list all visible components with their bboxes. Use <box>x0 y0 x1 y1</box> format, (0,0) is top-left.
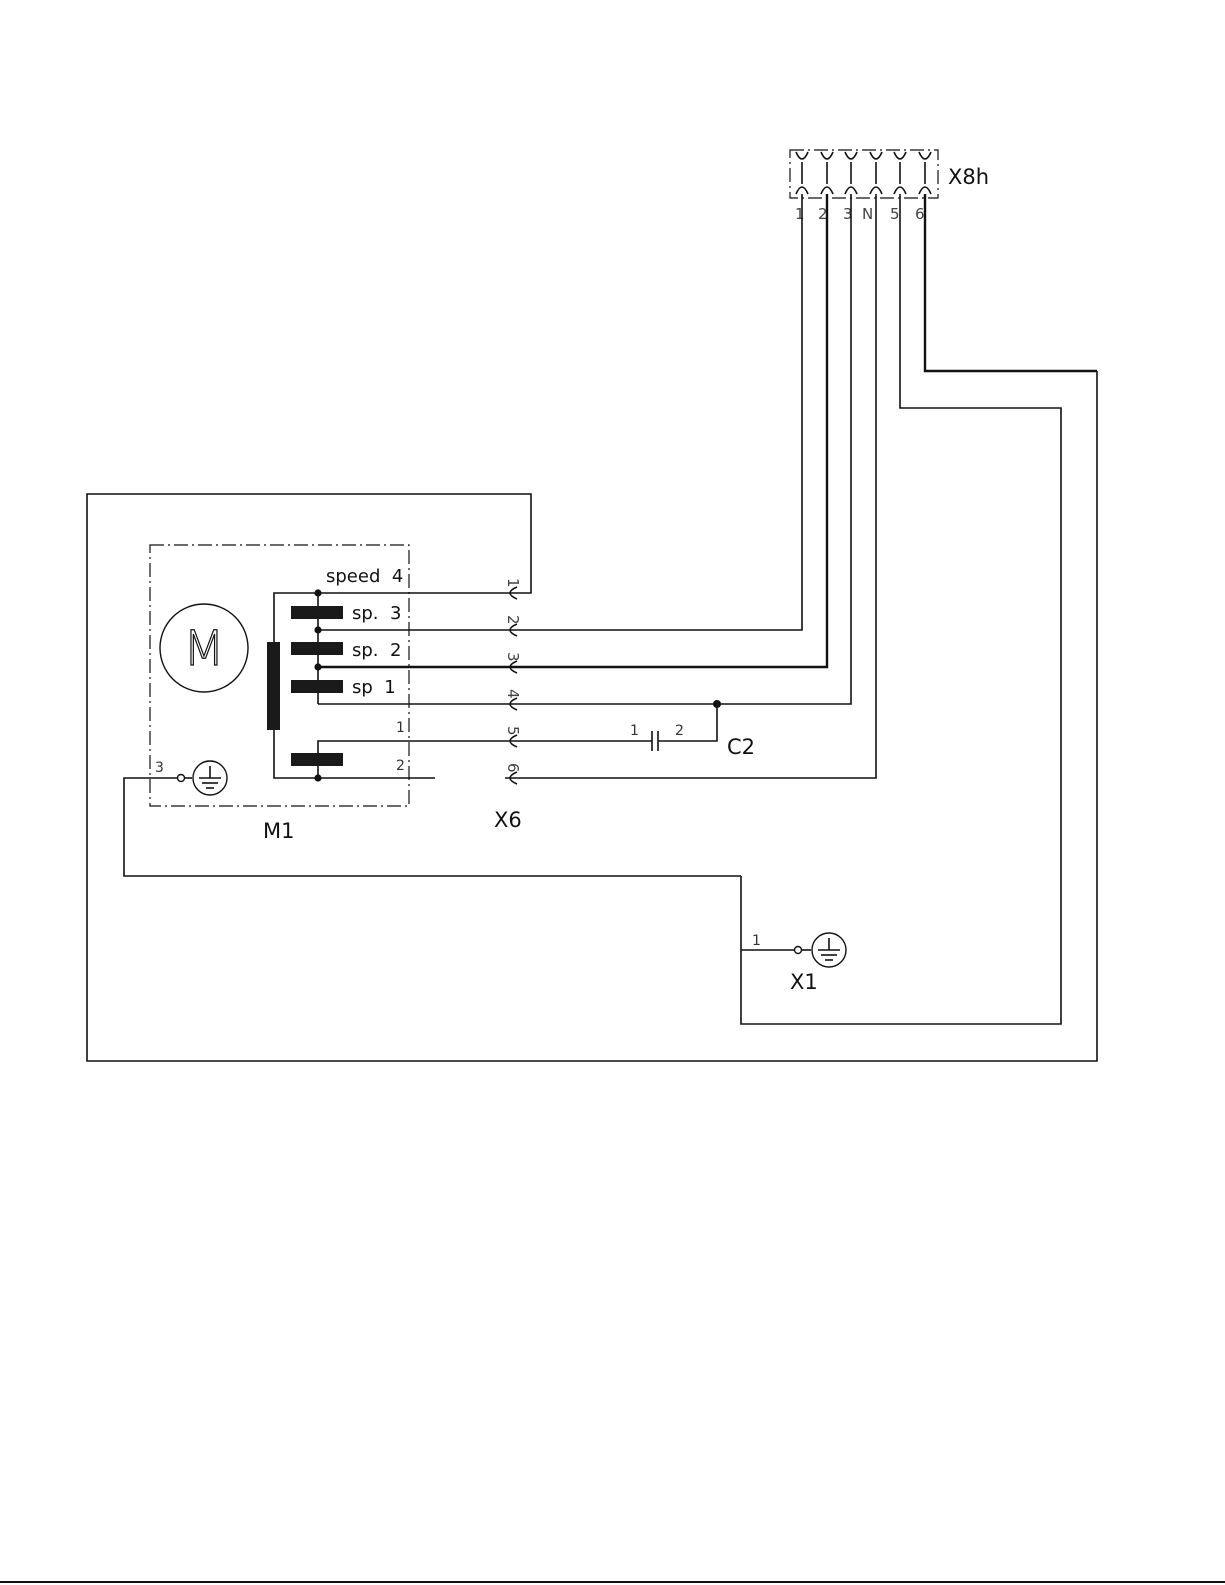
winding-sp2-bar <box>291 642 343 655</box>
winding-sp3-bar <box>291 606 343 619</box>
x8h-contact <box>870 152 882 194</box>
main-winding-bar <box>267 642 280 730</box>
wire-x8h2-x6-3 <box>505 194 827 667</box>
x6-pin-5: 5 <box>504 726 522 736</box>
connector-x6: X6 1 2 3 4 5 6 <box>494 578 522 832</box>
capacitor-pin-1-label: 1 <box>630 723 639 739</box>
capacitor-label: C2 <box>727 735 755 759</box>
x8h-contact <box>894 152 906 194</box>
wire-x8h6-top <box>925 194 1097 371</box>
ground-terminal-x1: 1 X1 <box>752 933 846 994</box>
tap-label-sp2: sp. 2 <box>352 640 401 661</box>
ground-icon <box>812 933 846 967</box>
capacitor-lead-2 <box>658 704 717 741</box>
tap-label-speed4: speed 4 <box>326 566 403 587</box>
motor-symbol-letter: M <box>183 621 224 677</box>
x8h-contact <box>796 152 808 194</box>
x8h-pin-5: 5 <box>890 205 900 223</box>
capacitor-pin-2-label: 2 <box>675 723 684 739</box>
motor-m1: M M1 speed 4 sp. 3 sp. 2 sp 1 1 2 3 <box>150 545 505 843</box>
x8h-contact <box>821 152 833 194</box>
connector-x8h: X8h 1 2 3 N 5 6 <box>790 150 989 223</box>
ground-icon <box>193 761 227 795</box>
wire-x8h1-x6-2 <box>505 194 802 630</box>
x1-terminal <box>795 947 802 954</box>
aux-winding-wire <box>318 741 505 759</box>
tap-label-sp1: sp 1 <box>352 677 396 698</box>
junction-dot <box>314 774 321 781</box>
x6-pin-4: 4 <box>504 689 522 699</box>
motor-label: M1 <box>263 819 294 843</box>
junction-dot <box>314 626 321 633</box>
connector-x6-label: X6 <box>494 808 522 832</box>
wire-x8h3-x6-4 <box>505 194 851 704</box>
x6-pin-2: 2 <box>504 615 522 625</box>
x6-pin-3: 3 <box>504 652 522 662</box>
x8h-pin-6: 6 <box>915 205 925 223</box>
x6-pin-6: 6 <box>504 763 522 773</box>
x8h-contact <box>845 152 857 194</box>
motor-ground-pin-label: 3 <box>155 760 164 776</box>
connector-x8h-label: X8h <box>948 165 989 189</box>
motor-ground-terminal <box>178 775 185 782</box>
junction-dot <box>314 663 321 670</box>
capacitor-c2: 1 2 C2 <box>505 700 755 759</box>
x8h-pin-n: N <box>862 205 873 223</box>
x8h-pin-1: 1 <box>795 205 805 223</box>
ground-terminal-label: X1 <box>790 970 818 994</box>
junction-dot <box>314 589 321 596</box>
winding-sp1-bar <box>291 680 343 693</box>
x6-pin-1: 1 <box>504 578 522 588</box>
tap-label-sp3: sp. 3 <box>352 603 401 624</box>
winding-pin-2-label: 2 <box>396 758 405 774</box>
wire-x8h6-x6-1 <box>87 371 1097 1061</box>
x8h-contact <box>919 152 931 194</box>
wire-x8h5-x1 <box>741 194 1061 1024</box>
connector-x8h-outline <box>790 150 938 198</box>
x1-pin-label: 1 <box>752 933 761 949</box>
junction-dot <box>713 700 721 708</box>
wire-x8hN-x6-6 <box>505 194 876 778</box>
aux-winding-bar <box>291 753 343 766</box>
connector-x8h-contacts <box>796 152 931 194</box>
winding-pin-1-label: 1 <box>396 720 405 736</box>
